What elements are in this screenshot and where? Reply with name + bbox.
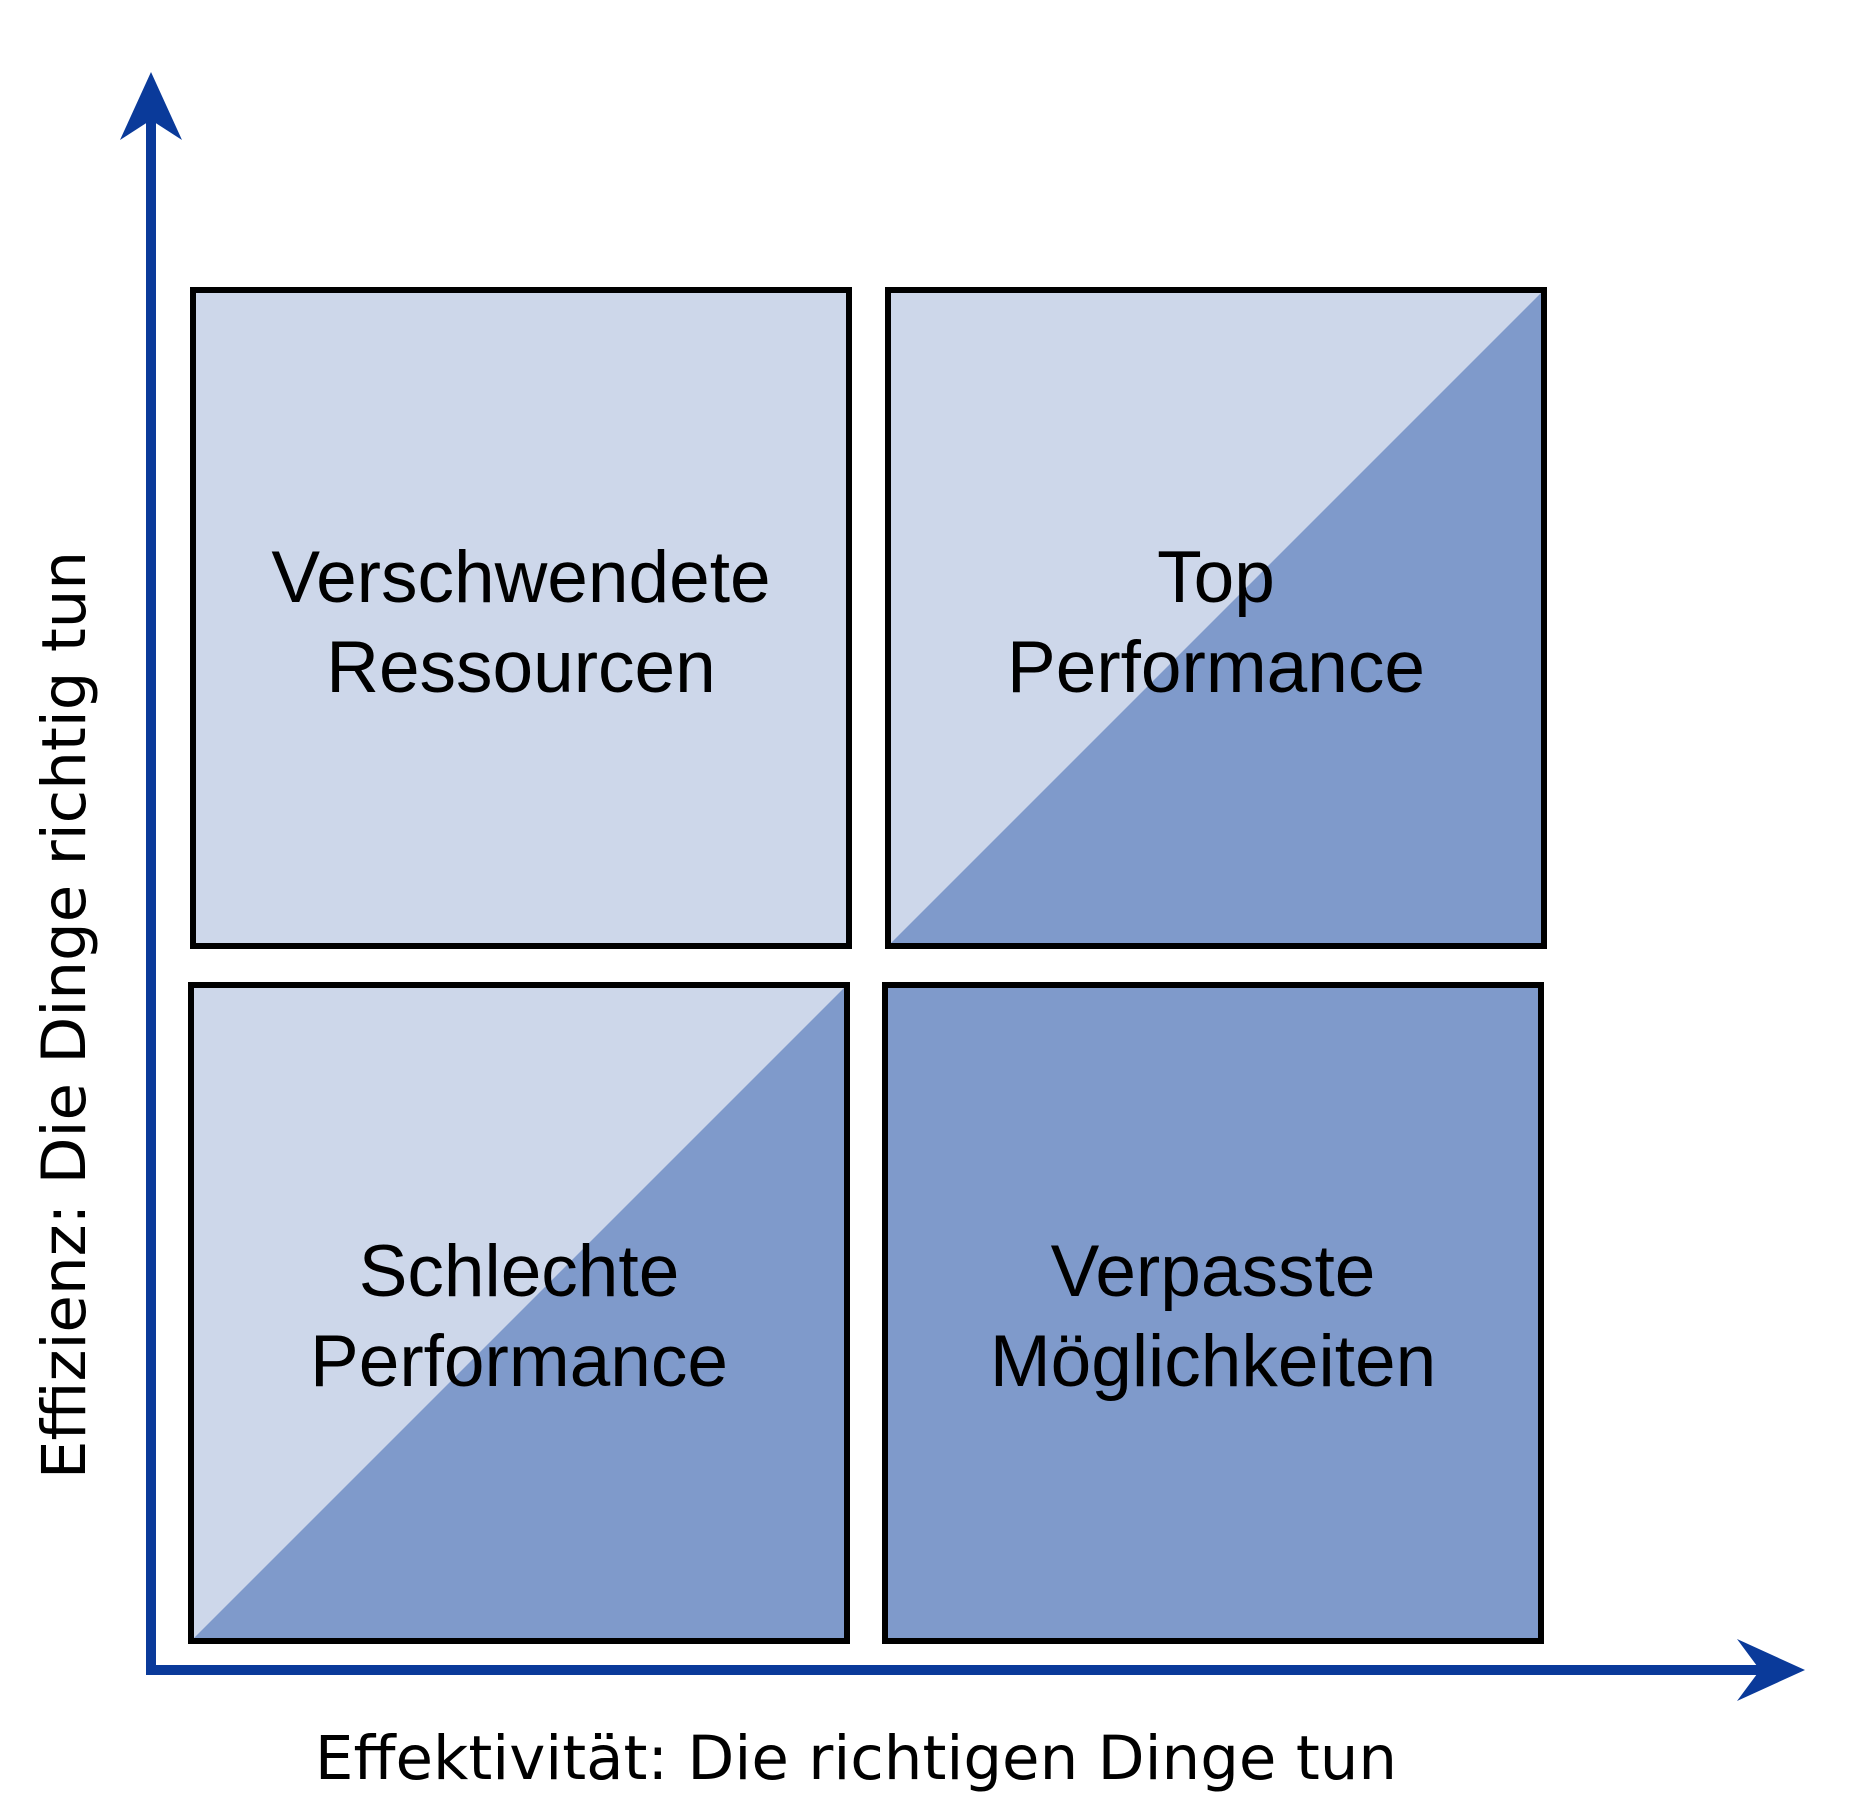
quadrant-label-line1: Verschwendete (271, 537, 770, 618)
x-axis-label: Effektivität: Die richtigen Dinge tun (315, 1723, 1397, 1794)
quadrant-label-line1: Verpasste (1051, 1231, 1376, 1312)
y-axis-arrowhead (120, 72, 182, 140)
quadrant-box (190, 287, 852, 949)
quadrant-label-line2: Möglichkeiten (990, 1321, 1436, 1402)
quadrant-box (882, 982, 1544, 1644)
quadrant-bad-performance: Schlechte Performance (188, 982, 850, 1644)
x-axis (147, 1639, 1805, 1701)
quadrant-top-performance: Top Performance (885, 287, 1547, 949)
quadrant-border (188, 982, 850, 1644)
y-axis (120, 72, 182, 1675)
quadrant-label-line1: Top (1157, 537, 1275, 618)
quadrant-diagonal-dark (888, 290, 1544, 946)
quadrant-label-line1: Schlechte (359, 1231, 680, 1312)
quadrant-diagonal-dark (191, 985, 847, 1641)
x-axis-arrowhead (1737, 1639, 1805, 1701)
quadrant-missed-opportunities: Verpasste Möglichkeiten (882, 982, 1544, 1644)
quadrant-label-line2: Performance (1007, 627, 1425, 708)
quadrant-border (885, 287, 1547, 949)
quadrant-label-line2: Performance (310, 1321, 728, 1402)
quadrant-wasted-resources: Verschwendete Ressourcen (190, 287, 852, 949)
y-axis-label: Effizienz: Die Dinge richtig tun (29, 551, 100, 1479)
quadrant-label-line2: Ressourcen (326, 627, 716, 708)
